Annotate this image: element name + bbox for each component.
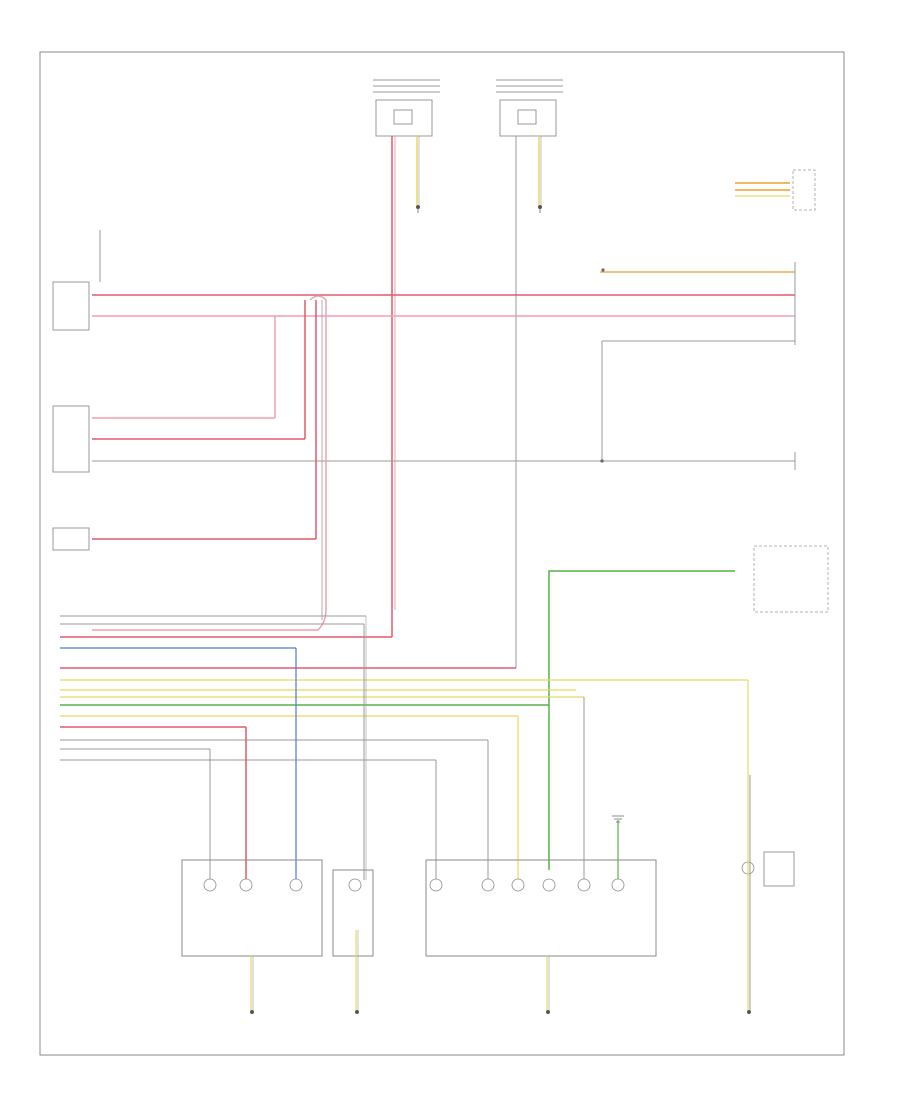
pink-loop xyxy=(92,295,327,631)
engine-control-module-box xyxy=(52,281,90,331)
fuse-box-left xyxy=(373,79,440,137)
bulb-icon xyxy=(542,878,556,892)
fuse-right-ground-drop xyxy=(538,136,542,213)
ground-icon xyxy=(612,815,624,823)
diagram-frame xyxy=(39,51,845,1056)
steering-angle-sensor-box xyxy=(52,527,90,551)
bulb-feed-lines xyxy=(209,616,749,880)
left-lamp-housing xyxy=(181,859,323,957)
bulb-icon xyxy=(511,878,525,892)
bulb-row xyxy=(203,861,755,892)
bulb-icon xyxy=(577,878,591,892)
front-camera-module xyxy=(753,545,829,613)
green-camera-line xyxy=(548,570,735,870)
instrument-cluster-connector xyxy=(600,262,796,463)
lower-harness-bundle xyxy=(60,615,748,761)
top-right-connector xyxy=(735,169,816,211)
fuse-left-ground-drop xyxy=(416,136,420,213)
right-lamp-housing xyxy=(425,859,657,957)
bulb-icon xyxy=(429,878,443,892)
bulb-icon xyxy=(289,878,303,892)
fuse-box-right xyxy=(496,79,563,137)
ground-drops xyxy=(250,930,751,1014)
center-lamp-housing xyxy=(332,869,374,957)
bulb-icon xyxy=(611,878,625,892)
bulb-icon xyxy=(239,878,253,892)
abs-control-module-box xyxy=(52,405,90,473)
bulb-icon xyxy=(481,878,495,892)
right-component-box xyxy=(763,851,795,887)
bulb-icon xyxy=(203,878,217,892)
bulb-icon xyxy=(348,878,362,892)
